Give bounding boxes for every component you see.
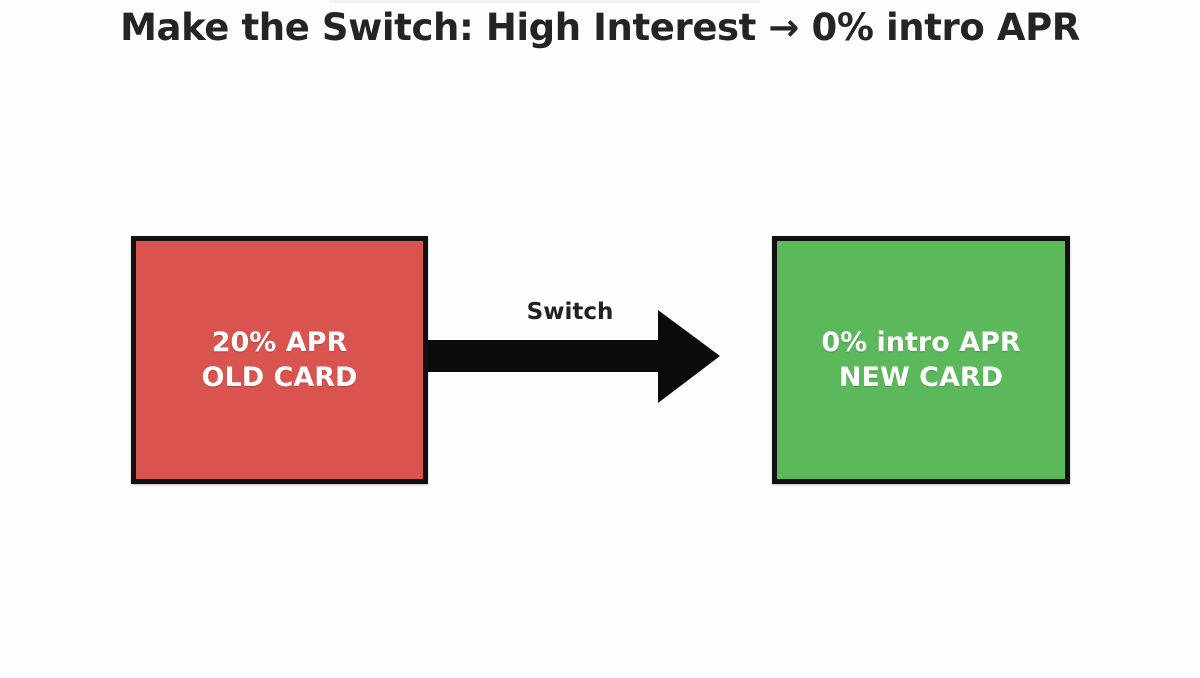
switch-arrow-icon bbox=[428, 310, 720, 403]
new-card-node[interactable]: 0% intro APR NEW CARD bbox=[772, 236, 1070, 484]
old-card-node[interactable]: 20% APR OLD CARD bbox=[131, 236, 428, 484]
top-edge-artifact bbox=[330, 0, 760, 3]
new-card-line-2: NEW CARD bbox=[838, 362, 1004, 393]
new-card-line-1: 0% intro APR bbox=[821, 327, 1021, 358]
switch-arrow-label: Switch bbox=[526, 299, 614, 325]
old-card-line-1: 20% APR bbox=[211, 327, 348, 358]
page-title: Make the Switch: High Interest → 0% intr… bbox=[120, 6, 1080, 49]
old-card-line-2: OLD CARD bbox=[201, 362, 358, 393]
